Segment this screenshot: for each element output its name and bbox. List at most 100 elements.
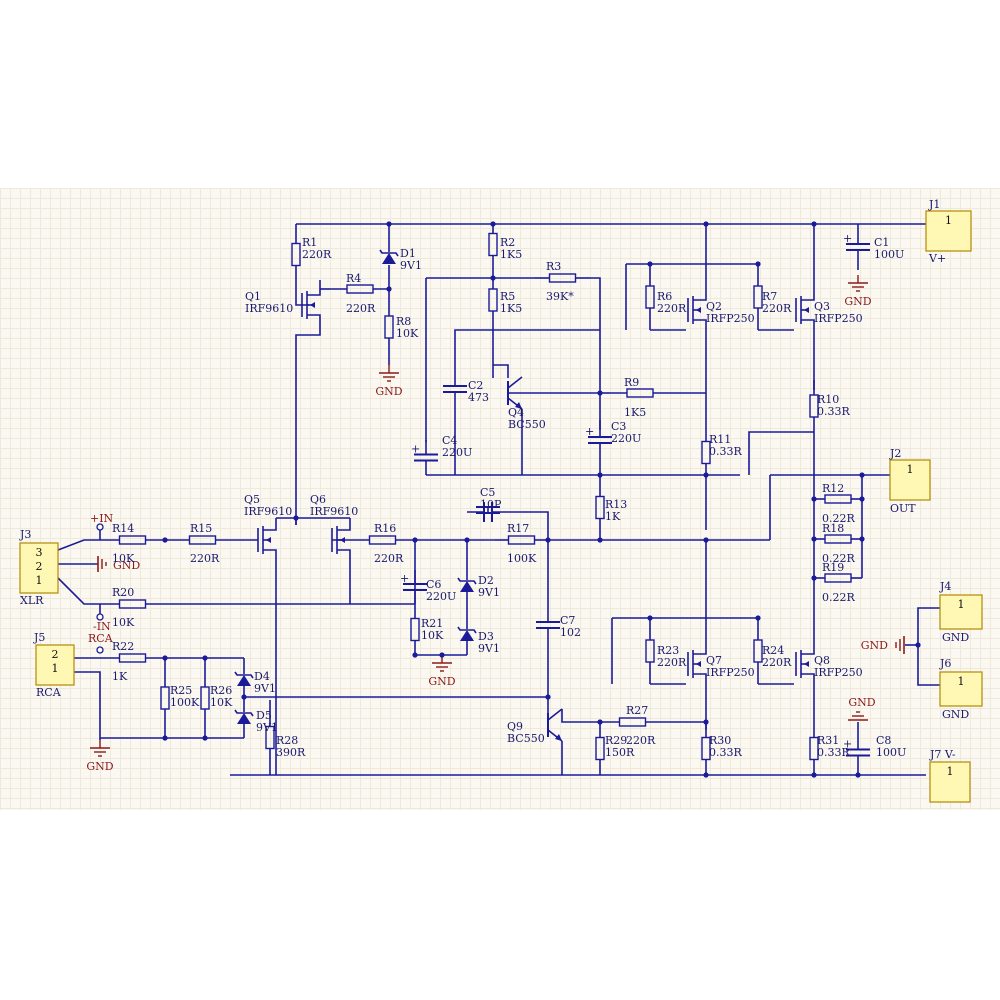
r21-value: 10K — [421, 629, 444, 642]
junction-dot — [545, 694, 551, 700]
wire — [917, 607, 940, 686]
r20-resistor — [118, 599, 147, 609]
j1-connector — [925, 210, 972, 252]
junction-dot — [811, 575, 817, 581]
r14-resistor — [118, 535, 147, 545]
d3-value: 9V1 — [478, 642, 500, 655]
c6-value: 220U — [426, 590, 456, 603]
r30-ref: R30 — [709, 734, 731, 747]
wire — [337, 549, 351, 562]
junction-dot — [545, 537, 551, 543]
d5-value: 9V1 — [256, 721, 278, 734]
j5-connector — [35, 644, 75, 686]
j6-net: GND — [942, 708, 969, 721]
junction-dot — [464, 537, 470, 543]
q1-arrow — [310, 302, 315, 308]
r10-resistor — [809, 394, 819, 418]
q5-ref: Q5 — [244, 493, 260, 506]
r26-ref: R26 — [210, 684, 232, 697]
wire — [693, 319, 707, 332]
d2-value: 9V1 — [478, 586, 500, 599]
d5-bar — [234, 709, 254, 717]
r9-ref: R9 — [624, 376, 639, 389]
c3-ref: C3 — [611, 420, 626, 433]
r10-value: 0.33R — [817, 405, 850, 418]
junction-dot — [412, 652, 418, 658]
c4-value: 220U — [442, 446, 472, 459]
q8-value: IRFP250 — [814, 666, 863, 679]
r26-resistor — [200, 686, 210, 710]
r1-value: 220R — [302, 248, 332, 261]
wire — [748, 431, 814, 475]
q7-arrow — [696, 661, 701, 667]
d4-zener-diode — [237, 675, 251, 686]
r15-resistor — [188, 535, 217, 545]
r18-value: 0.22R — [822, 552, 855, 565]
junction-dot — [811, 221, 817, 227]
r14-ref: R14 — [112, 522, 134, 535]
j1-pin-label: 1 — [945, 214, 952, 227]
r18-resistor — [824, 534, 852, 544]
r22-ref: R22 — [112, 640, 134, 653]
r9-resistor — [626, 388, 654, 398]
r8-value: 10K — [396, 327, 419, 340]
junction-dot — [412, 537, 418, 543]
junction-dot — [859, 536, 865, 542]
r15-ref: R15 — [190, 522, 212, 535]
r23-resistor — [645, 639, 655, 663]
d2-ref: D2 — [478, 574, 494, 587]
j3-pin-label: 1 — [36, 574, 43, 587]
rca-port: RCA — [88, 632, 114, 645]
r28-resistor — [265, 725, 275, 750]
r2-resistor — [488, 232, 498, 257]
r17-value: 100K — [507, 552, 537, 565]
r6-ref: R6 — [657, 290, 672, 303]
junction-dot — [703, 772, 709, 778]
wire — [337, 518, 351, 531]
c8-value: 100U — [876, 746, 906, 759]
d3-zener-diode — [460, 630, 474, 641]
c2-value: 473 — [468, 391, 489, 404]
ground-label: GND — [375, 385, 402, 398]
q6-ref: Q6 — [310, 493, 326, 506]
c8-ref: C8 — [876, 734, 891, 747]
q9-emitter-arrow — [555, 734, 562, 741]
r25-value: 100K — [170, 696, 200, 709]
d5-zener-diode — [237, 713, 251, 724]
d1-zener-diode — [382, 253, 396, 264]
plus-in-port: +IN — [90, 512, 114, 525]
junction-dot — [597, 390, 603, 396]
wire — [307, 314, 321, 327]
r1-ref: R1 — [302, 236, 317, 249]
j3-connector — [19, 542, 59, 594]
junction-dot — [597, 472, 603, 478]
j1-net: V+ — [928, 252, 946, 265]
junction-dot — [703, 472, 709, 478]
junction-dot — [811, 536, 817, 542]
r24-resistor — [753, 639, 763, 663]
junction-dot — [202, 655, 208, 661]
r19-value: 0.22R — [822, 591, 855, 604]
r31-value: 0.33R — [817, 746, 850, 759]
c4-ref: C4 — [442, 434, 457, 447]
r6-resistor — [645, 285, 655, 309]
j1-ref: J1 — [928, 198, 940, 211]
r30-resistor — [701, 736, 711, 761]
q2-arrow — [696, 307, 701, 313]
components: +++++ — [19, 210, 983, 803]
junction-dot — [811, 772, 817, 778]
q2-ref: Q2 — [706, 300, 722, 313]
q4-value: BC550 — [508, 418, 546, 431]
r4-value: 220R — [346, 302, 376, 315]
c7-ref: C7 — [560, 614, 575, 627]
junction-dot — [162, 735, 168, 741]
schematic-sheet — [0, 188, 1000, 810]
j4-ref: J4 — [939, 580, 951, 593]
q5-value: IRF9610 — [244, 505, 292, 518]
r4-ref: R4 — [346, 272, 361, 285]
junction-dot — [293, 515, 299, 521]
junction-dot — [597, 719, 603, 725]
r29-ref: R29 — [605, 734, 627, 747]
r21-resistor — [410, 617, 420, 642]
terminal-point — [96, 613, 104, 621]
